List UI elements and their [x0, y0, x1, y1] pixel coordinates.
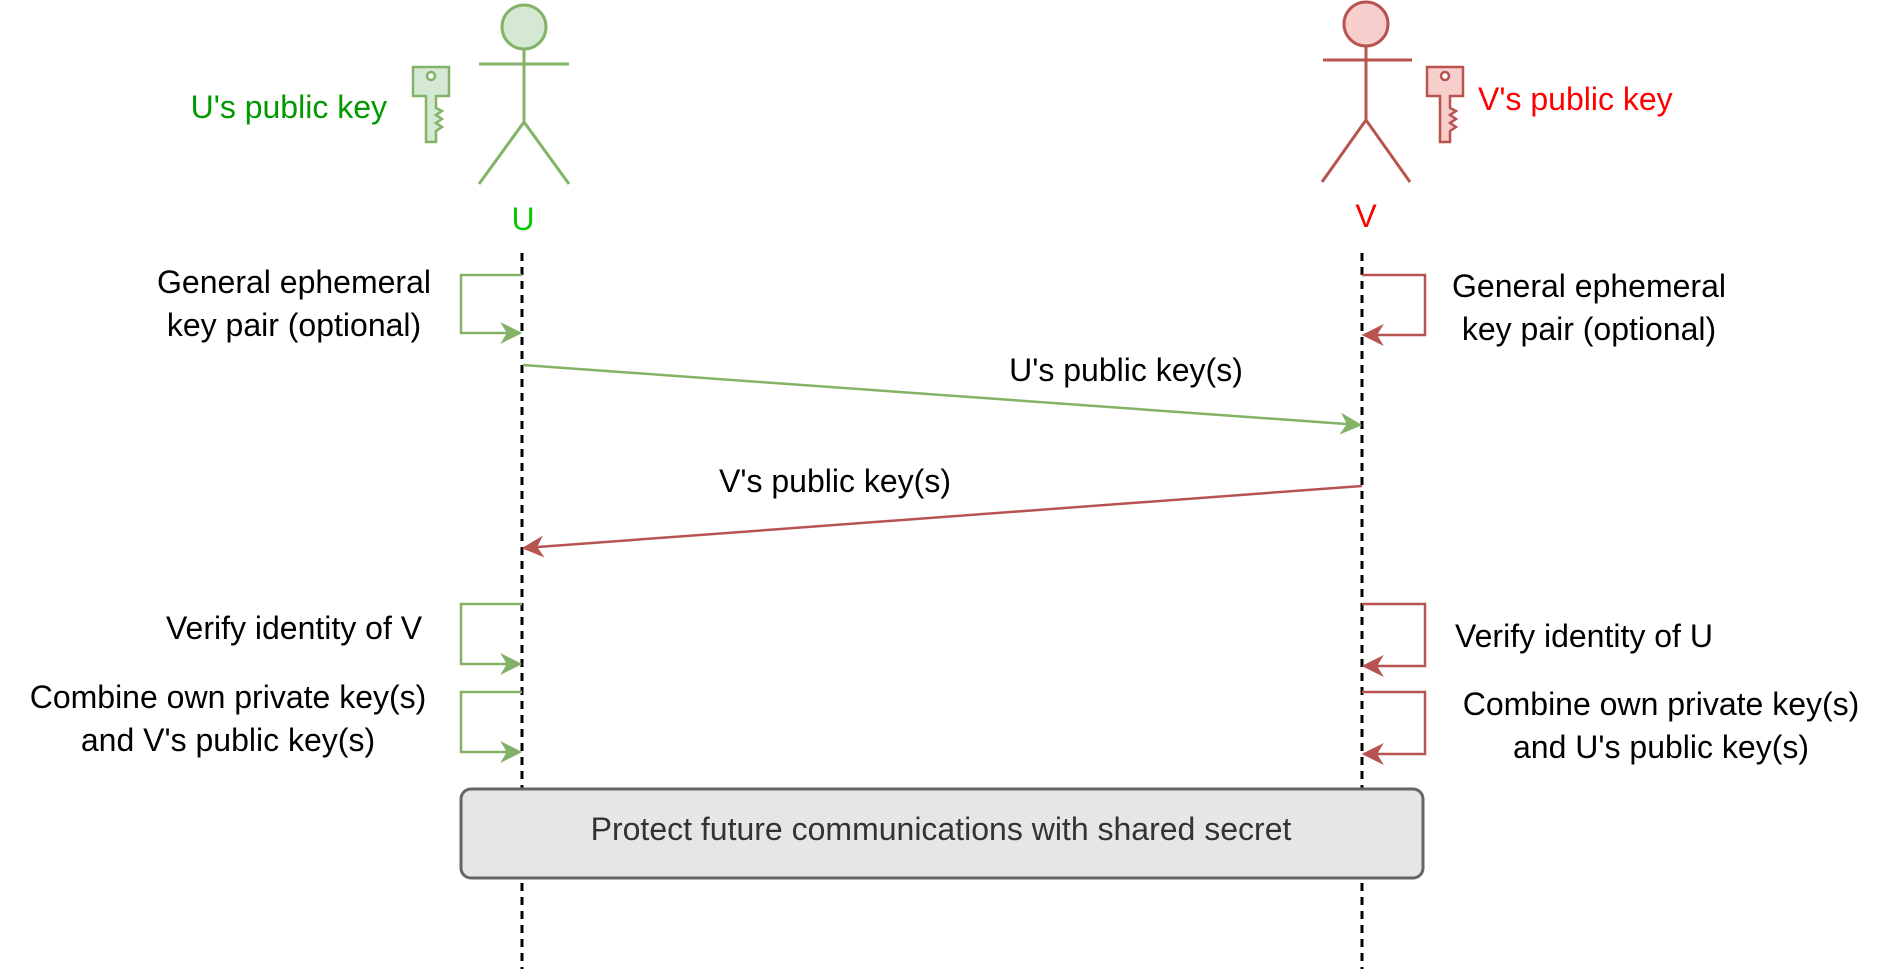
u-generate-label-line1: General ephemeral: [157, 264, 431, 300]
u-to-v-message-arrow: [522, 363, 1363, 435]
actor-v-name: V: [1355, 198, 1377, 234]
v-generate-self-arrow: [1361, 273, 1427, 346]
actor-u-head: [500, 3, 548, 51]
v-combine-label-line2: and U's public key(s): [1513, 729, 1809, 765]
u-combine-label-line2: and V's public key(s): [81, 722, 375, 758]
v-combine-self-arrow: [1361, 690, 1427, 765]
actor-v-head: [1342, 0, 1390, 48]
shared-secret-label: Protect future communications with share…: [591, 811, 1292, 847]
v-to-u-message-label: V's public key(s): [719, 463, 951, 499]
v-key-label: V's public key: [1478, 81, 1673, 117]
actor-u-name: U: [511, 201, 534, 237]
u-verify-label: Verify identity of V: [166, 610, 423, 646]
v-verify-self-arrow: [1361, 602, 1427, 677]
u-combine-self-arrow: [459, 690, 523, 763]
v-combine-label-line1: Combine own private key(s): [1463, 686, 1860, 722]
actor-v: [1320, 0, 1412, 183]
u-combine-label-line1: Combine own private key(s): [30, 679, 427, 715]
v-generate-label-line2: key pair (optional): [1462, 311, 1716, 347]
shared-secret-box: [459, 787, 1425, 880]
v-verify-label: Verify identity of U: [1455, 618, 1713, 654]
u-generate-self-arrow: [459, 273, 523, 344]
u-to-v-message-label: U's public key(s): [1009, 352, 1243, 388]
key-icon: [411, 65, 451, 144]
v-generate-label-line1: General ephemeral: [1452, 268, 1726, 304]
v-to-u-message-arrow: [521, 484, 1363, 558]
actor-u: [477, 3, 571, 185]
u-generate-label-line2: key pair (optional): [167, 307, 421, 343]
u-verify-self-arrow: [459, 602, 523, 675]
key-icon: [1425, 65, 1465, 144]
u-key-label: U's public key: [191, 89, 387, 125]
